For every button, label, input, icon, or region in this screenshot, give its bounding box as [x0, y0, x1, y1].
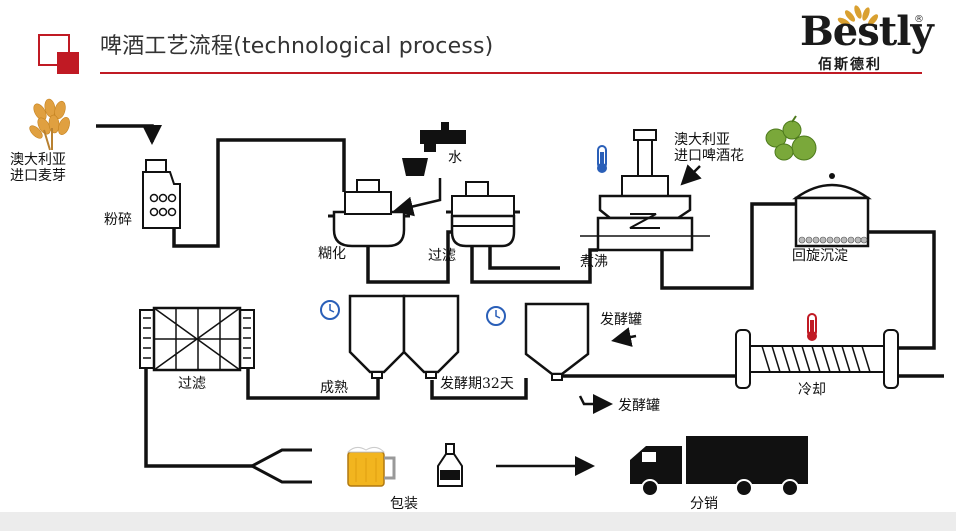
boil-kettle-icon — [580, 129, 710, 252]
mash-tun-icon — [328, 179, 410, 248]
cooler-icon — [735, 329, 899, 389]
brand-logo: Bestly — [800, 8, 934, 55]
label-distribution: 分销 — [690, 496, 718, 512]
header-square-filled-icon — [57, 52, 79, 74]
beer-mug-icon — [346, 446, 396, 487]
label-fermentation-tank-top: 发酵罐 — [600, 312, 642, 328]
wheat-icon — [29, 98, 70, 151]
brand-registered-mark: ® — [914, 14, 924, 25]
page-title: 啤酒工艺流程(technological process) — [100, 34, 494, 59]
brand-chinese-name: 佰斯德利 — [818, 57, 882, 73]
lauter-tun-icon — [446, 181, 520, 248]
whirlpool-tank-icon — [792, 173, 872, 248]
truck-icon — [630, 436, 808, 497]
wheat-logo-icon — [837, 5, 879, 27]
label-lautering: 过滤 — [428, 248, 456, 264]
label-malt-source: 澳大利亚 进口麦芽 — [10, 152, 66, 184]
label-fermentation-tank-bottom: 发酵罐 — [618, 398, 660, 414]
bottle-icon — [437, 443, 463, 487]
thermometer-red-icon — [807, 313, 817, 341]
label-water: 水 — [448, 150, 462, 166]
thermometer-blue-icon — [597, 145, 607, 173]
fermentation-tank-icon — [524, 302, 590, 381]
label-mashing: 糊化 — [318, 246, 346, 262]
label-hops-source: 澳大利亚 进口啤酒花 — [674, 132, 744, 164]
label-filtration: 过滤 — [178, 376, 206, 392]
water-tap-icon — [402, 122, 466, 176]
label-fermentation-period: 发酵期32天 — [440, 376, 514, 392]
hops-icon — [765, 115, 817, 161]
filter-press-icon — [139, 306, 255, 372]
label-whirlpool: 回旋沉淀 — [792, 248, 848, 264]
arrow-lines — [142, 125, 702, 476]
header-divider — [100, 72, 922, 74]
clock-icon — [320, 300, 340, 320]
label-maturation: 成熟 — [320, 380, 348, 396]
label-boiling: 煮沸 — [580, 254, 608, 270]
maturation-tanks-icon — [348, 294, 460, 379]
split-pipe — [251, 448, 312, 484]
label-milling: 粉碎 — [104, 212, 132, 228]
mill-icon — [142, 159, 181, 229]
bottom-band — [0, 512, 956, 531]
label-cooling: 冷却 — [798, 382, 826, 398]
clock-icon-2 — [486, 306, 506, 326]
label-packaging: 包装 — [390, 496, 418, 512]
pipe-lines — [96, 124, 944, 468]
